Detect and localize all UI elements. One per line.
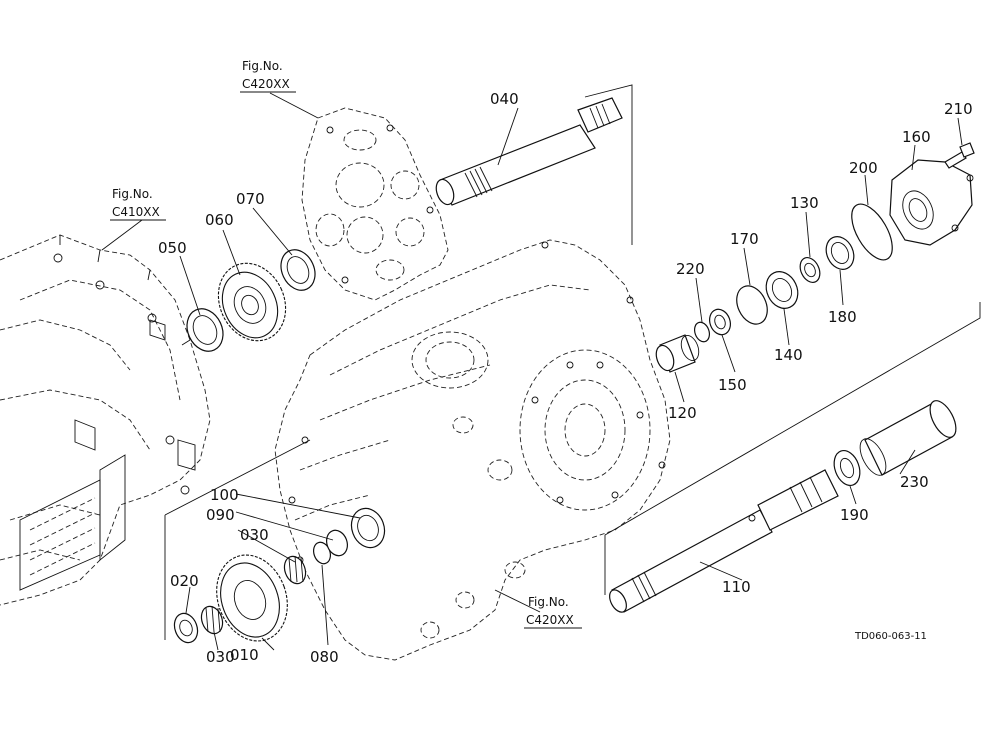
fig-ref-top-code: C420XX bbox=[242, 77, 290, 91]
part-130-collar bbox=[799, 257, 821, 283]
label-170: 170 bbox=[730, 230, 759, 248]
part-180-bearing bbox=[825, 236, 855, 270]
part-170-o-ring bbox=[736, 285, 768, 325]
part-150-bearing bbox=[709, 308, 731, 336]
part-220-snap-ring bbox=[693, 321, 711, 343]
label-230: 230 bbox=[900, 473, 929, 491]
label-080: 080 bbox=[310, 648, 339, 666]
part-030-needle-bearing-upper bbox=[283, 555, 307, 585]
label-180: 180 bbox=[828, 308, 857, 326]
fig-ref-top-prefix: Fig.No. bbox=[242, 59, 283, 73]
fig-ref-left: Fig.No. C410XX bbox=[110, 187, 166, 221]
part-120-needle-bearing bbox=[655, 334, 700, 373]
label-050: 050 bbox=[158, 239, 187, 257]
fig-ref-bottom-code: C420XX bbox=[526, 613, 574, 627]
label-120: 120 bbox=[668, 404, 697, 422]
part-090-ring bbox=[326, 529, 348, 557]
drawing-code: TD060-063-11 bbox=[854, 631, 927, 642]
part-210-bolt bbox=[944, 142, 975, 169]
label-220: 220 bbox=[676, 260, 705, 278]
label-210: 210 bbox=[944, 100, 973, 118]
label-110: 110 bbox=[722, 578, 751, 596]
left-housing-c410xx bbox=[0, 234, 211, 606]
part-labels: 010 020 030 030 040 050 060 070 080 090 … bbox=[158, 90, 973, 666]
part-070-bearing bbox=[280, 249, 316, 291]
label-090: 090 bbox=[206, 506, 235, 524]
part-160-cover bbox=[889, 159, 974, 246]
label-030-lower: 030 bbox=[206, 648, 235, 666]
label-040: 040 bbox=[490, 90, 519, 108]
part-190-seal bbox=[833, 449, 861, 487]
label-030-upper: 030 bbox=[240, 526, 269, 544]
part-040-shaft bbox=[435, 97, 623, 206]
label-060: 060 bbox=[205, 211, 234, 229]
top-shaft-frame bbox=[584, 84, 633, 245]
part-140-bearing bbox=[765, 271, 799, 309]
fig-ref-left-prefix: Fig.No. bbox=[112, 187, 153, 201]
label-070: 070 bbox=[236, 190, 265, 208]
part-050-bearing bbox=[186, 308, 224, 352]
part-060-gear bbox=[217, 262, 287, 342]
label-150: 150 bbox=[718, 376, 747, 394]
leader-lines bbox=[101, 92, 963, 651]
main-transmission-housing bbox=[274, 239, 671, 661]
part-110-shaft bbox=[609, 469, 839, 613]
label-140: 140 bbox=[774, 346, 803, 364]
label-200: 200 bbox=[849, 159, 878, 177]
fig-ref-bottom: Fig.No. C420XX bbox=[524, 595, 582, 629]
part-030-needle-bearing-lower bbox=[200, 605, 224, 635]
right-assembly-frame bbox=[604, 302, 981, 595]
label-100: 100 bbox=[210, 486, 239, 504]
label-020: 020 bbox=[170, 572, 199, 590]
fig-ref-left-code: C410XX bbox=[112, 205, 160, 219]
label-190: 190 bbox=[840, 506, 869, 524]
label-130: 130 bbox=[790, 194, 819, 212]
top-plate-c420xx bbox=[301, 107, 449, 301]
part-100-bearing bbox=[350, 507, 386, 549]
bottom-left-frame bbox=[164, 439, 311, 640]
part-200-o-ring bbox=[851, 203, 893, 261]
part-010-gear bbox=[216, 554, 288, 642]
part-230-sleeve bbox=[859, 400, 957, 476]
fig-ref-bottom-prefix: Fig.No. bbox=[528, 595, 569, 609]
part-020-washer bbox=[173, 612, 199, 644]
label-010: 010 bbox=[230, 646, 259, 664]
fig-ref-top: Fig.No. C420XX bbox=[240, 59, 296, 93]
label-160: 160 bbox=[902, 128, 931, 146]
